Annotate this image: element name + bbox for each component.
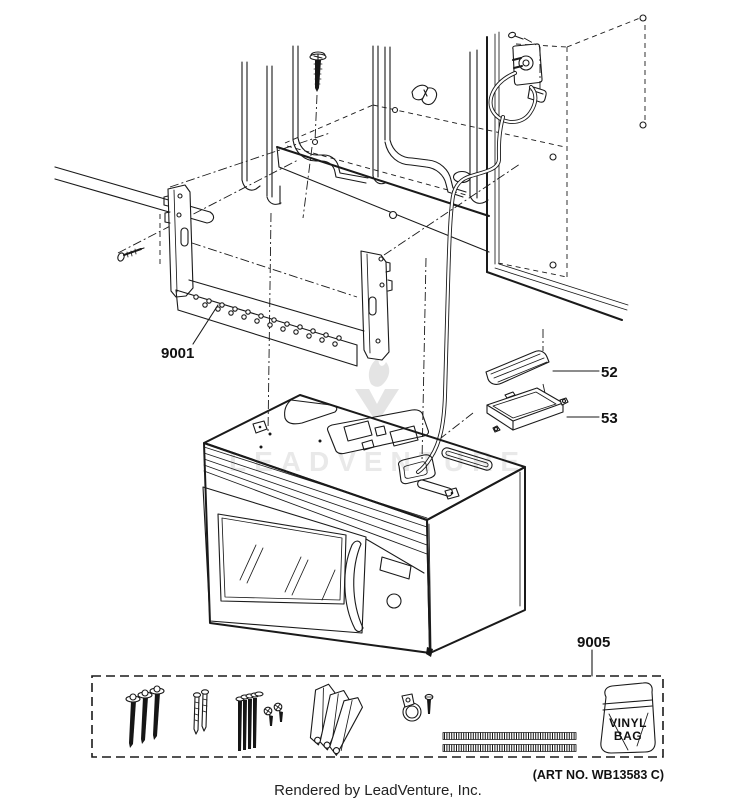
watermark-text: LEADVENTURE: [229, 446, 527, 477]
wall-template: [498, 15, 646, 277]
microwave-right-face: [427, 467, 525, 653]
microwave: [203, 395, 525, 657]
housing-label: 53: [601, 410, 618, 427]
alignment-lines: [118, 95, 545, 461]
control-panel: [366, 539, 424, 608]
cord-exit-plate: [399, 455, 436, 484]
hardware-kit-box: VINYL BAG: [92, 676, 663, 758]
threaded-rods: [443, 733, 576, 752]
machine-screws: [264, 703, 283, 726]
control-knob: [387, 594, 401, 608]
power-cord: [418, 73, 546, 472]
callout-53: 53: [567, 410, 618, 427]
toggle-wings: [308, 683, 365, 759]
outlet-screw: [508, 31, 523, 39]
watermark-flame-icon: [368, 357, 390, 387]
door-window: [218, 514, 346, 604]
exhaust-grille-part: [486, 351, 549, 385]
bracket-screw: [117, 248, 144, 262]
callout-9005: 9005: [577, 634, 610, 676]
leadventure-watermark: LEADVENTURE: [229, 357, 527, 477]
cabinet-drawing: [55, 32, 628, 320]
bolt-bundle: [236, 692, 263, 751]
wood-screws: [194, 690, 209, 734]
art-number: (ART NO. WB13583 C): [533, 768, 664, 782]
rendered-by-credit: Rendered by LeadVenture, Inc.: [274, 782, 482, 799]
lag-screws: [126, 686, 164, 748]
callout-9001: 9001: [161, 305, 218, 362]
bracket-hole-row: [194, 295, 341, 346]
vinyl-bag-label-line2: BAG: [614, 729, 642, 743]
display-window: [380, 557, 411, 579]
door-handle: [345, 541, 363, 631]
wing-nut-toggle: [412, 85, 437, 104]
vinyl-bag: VINYL BAG: [601, 683, 655, 753]
watermark-v-icon: [355, 389, 399, 417]
cabinet-mounting-screw: [310, 52, 326, 92]
bracket-label: 9001: [161, 345, 194, 362]
callout-52: 52: [553, 364, 618, 381]
vinyl-bag-label-line1: VINYL: [609, 716, 647, 730]
kit-label: 9005: [577, 634, 610, 651]
top-mounting-plate: [328, 410, 429, 454]
power-outlet: [508, 31, 542, 90]
mounting-bracket: [117, 185, 392, 366]
vent-housing-part: [487, 388, 568, 432]
cable-clamp: [402, 694, 433, 721]
grille-label: 52: [601, 364, 618, 381]
microwave-door: [203, 487, 366, 633]
